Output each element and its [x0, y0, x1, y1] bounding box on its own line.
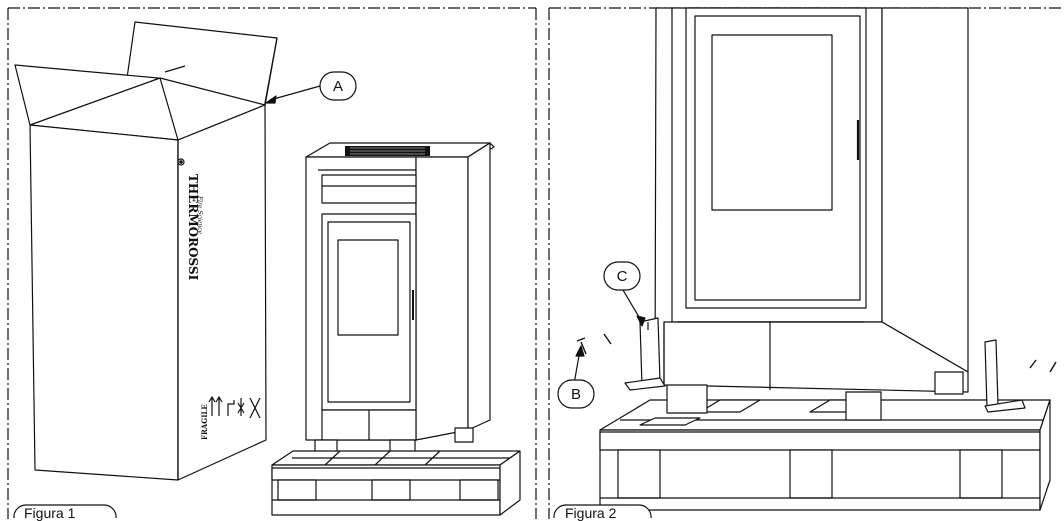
caption-frame-2 [553, 504, 652, 519]
stove-2 [654, 7, 969, 421]
callout-c-label: C [617, 268, 628, 285]
callout-a-label: A [333, 78, 343, 95]
caption-frame-1 [13, 504, 117, 519]
callout-c [603, 261, 646, 327]
figure-2 [553, 7, 1057, 519]
callout-b-label: B [571, 386, 581, 403]
this-way-up-icon [208, 395, 216, 416]
stove-1 [305, 142, 495, 457]
screws [576, 333, 1057, 373]
box-brand-text: THERMOROSSI [186, 174, 200, 281]
fragile-glass-icon [237, 398, 245, 416]
caption-figura-2: Figura 2 [565, 505, 617, 521]
do-not-stack-icon [249, 397, 261, 419]
cardboard-box [14, 21, 278, 481]
pallet-2 [599, 399, 1051, 511]
bracket-right [984, 339, 1026, 413]
callout-b [557, 345, 595, 409]
pallet-1 [271, 450, 521, 516]
figure-1 [13, 21, 521, 519]
callout-a [265, 71, 357, 104]
box-fragile-text: FRAGILE [200, 404, 209, 440]
caption-figura-1: Figura 1 [24, 505, 76, 521]
this-way-up-icon [215, 395, 223, 416]
box-tagline-text: Fire Science [196, 195, 203, 235]
panel-frames [7, 7, 1061, 519]
bracket-left [624, 317, 666, 391]
handling-icons [208, 395, 261, 419]
umbrella-icon [227, 400, 235, 416]
